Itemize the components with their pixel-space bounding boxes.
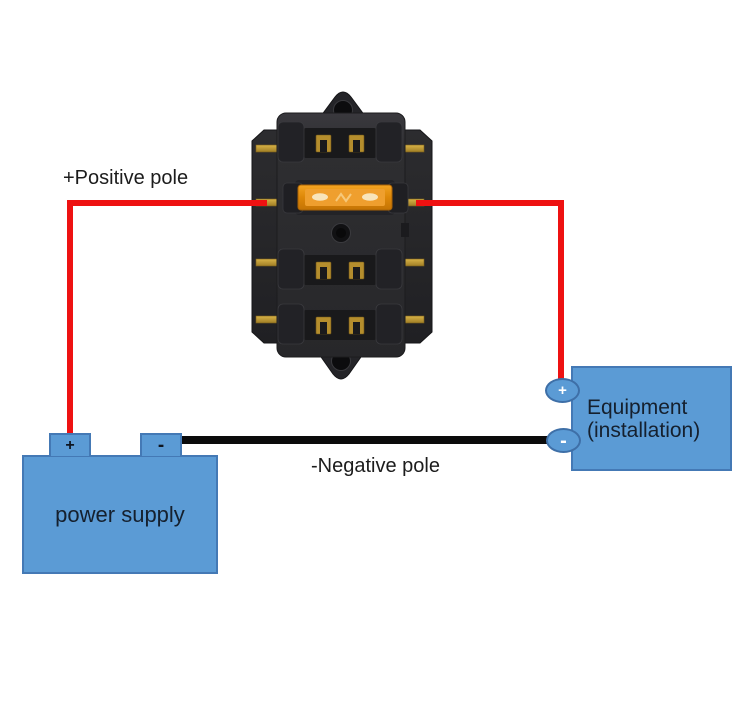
fuse-slot-row (277, 248, 403, 290)
equipment-negative-terminal: - (546, 428, 581, 453)
positive-wire-right-vertical (558, 200, 564, 386)
equipment-label-line2: (installation) (587, 418, 701, 442)
equipment-terminal-minus-sign: - (560, 429, 567, 452)
power-supply-negative-terminal: - (140, 433, 182, 456)
equipment-positive-terminal: + (545, 378, 580, 403)
positive-wire-left-vertical (67, 200, 73, 436)
negative-wire (178, 436, 554, 444)
power-supply-positive-terminal: + (49, 433, 91, 456)
equipment-terminal-plus-sign: + (558, 382, 567, 399)
fuse-box-image (251, 91, 433, 380)
power-supply-box: power supply (22, 455, 218, 574)
fuse-slot-row (277, 303, 403, 345)
fuse-slot-row (277, 121, 403, 163)
power-supply-negative-sign: - (157, 435, 165, 456)
positive-wire-left-horizontal (67, 200, 267, 206)
negative-pole-label: -Negative pole (311, 455, 440, 477)
power-supply-positive-sign: + (65, 436, 75, 454)
positive-wire-right-horizontal (416, 200, 564, 206)
fuse-row-with-fuse (282, 180, 409, 215)
side-terminal-tabs (255, 144, 425, 324)
equipment-box: Equipment (installation) (571, 366, 732, 471)
equipment-label-line1: Equipment (587, 395, 688, 419)
orange-fuse (297, 184, 393, 211)
power-supply-label: power supply (55, 501, 185, 527)
positive-pole-label: +Positive pole (63, 167, 189, 189)
